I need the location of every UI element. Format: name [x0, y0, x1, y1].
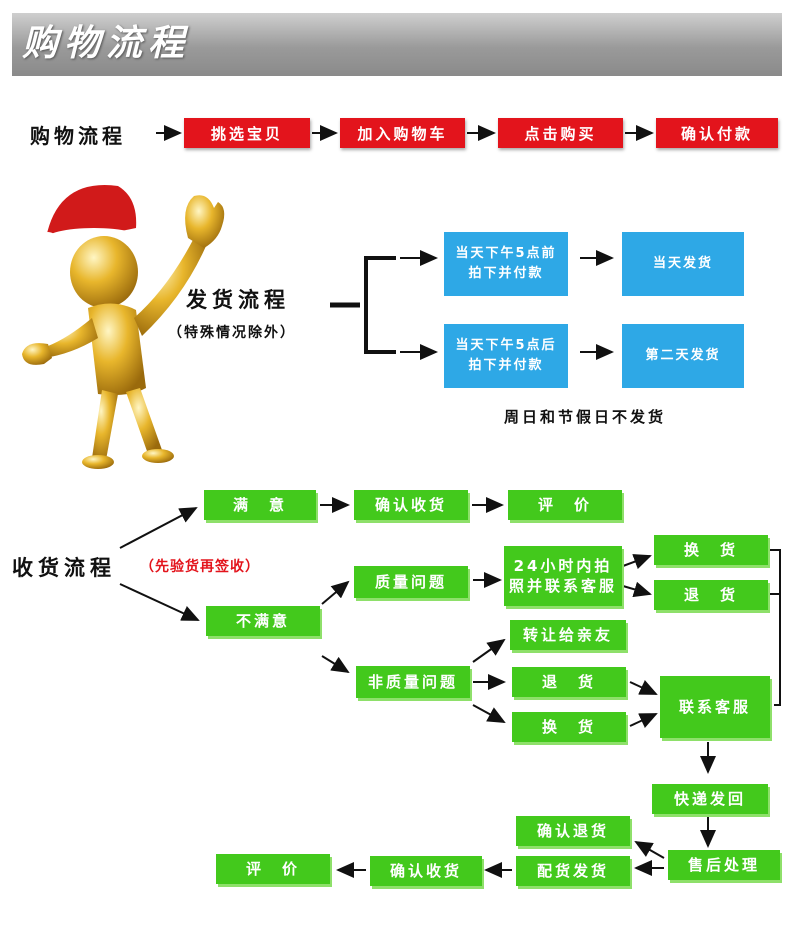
title-banner: [12, 13, 782, 76]
receiving-flow-sublabel: （先验货再签收）: [140, 559, 260, 575]
branch-before-5pm-line1: 当天下午5点前: [455, 246, 557, 261]
result-same-day-shipping: 当天发货: [622, 232, 744, 296]
branch-after-5pm-line1: 当天下午5点后: [455, 338, 557, 353]
node-reship: 配货发货: [516, 856, 630, 886]
shipping-flow-sublabel: （特殊情况除外）: [168, 325, 296, 341]
node-contact-within-24h-line1: 24小时内拍: [513, 557, 613, 575]
result-next-day-shipping: 第二天发货: [622, 324, 744, 388]
node-express-return: 快递发回: [652, 784, 768, 814]
step-select-item: 挑选宝贝: [184, 118, 310, 148]
gold-figure-illustration: [22, 185, 225, 469]
node-contact-within-24h: 24小时内拍 照并联系客服: [504, 546, 622, 606]
node-satisfied: 满 意: [204, 490, 316, 520]
step-confirm-payment: 确认付款: [656, 118, 778, 148]
node-after-sales: 售后处理: [668, 850, 780, 880]
banner-title: 购物流程: [22, 23, 191, 64]
branch-after-5pm: 当天下午5点后 拍下并付款: [444, 324, 568, 388]
node-exchange-1: 换 货: [654, 535, 768, 565]
branch-before-5pm: 当天下午5点前 拍下并付款: [444, 232, 568, 296]
branch-before-5pm-line2: 拍下并付款: [468, 266, 544, 281]
receiving-flow-label: 收货流程: [12, 556, 116, 580]
node-contact-within-24h-line2: 照并联系客服: [508, 577, 617, 595]
node-transfer-to-friend: 转让给亲友: [510, 620, 626, 650]
node-confirm-return: 确认退货: [516, 816, 630, 846]
node-return-2: 退 货: [512, 667, 626, 697]
node-review-1: 评 价: [508, 490, 622, 520]
node-review-2: 评 价: [216, 854, 330, 884]
node-unsatisfied: 不满意: [206, 606, 320, 636]
step-add-to-cart: 加入购物车: [340, 118, 465, 148]
shipping-flow-label: 发货流程: [186, 288, 290, 312]
step-click-buy: 点击购买: [498, 118, 623, 148]
holiday-note: 周日和节假日不发货: [504, 408, 667, 426]
node-contact-customer-service: 联系客服: [660, 676, 770, 738]
node-return-1: 退 货: [654, 580, 768, 610]
node-quality-issue: 质量问题: [354, 566, 468, 598]
node-non-quality-issue: 非质量问题: [356, 666, 470, 698]
node-confirm-receipt-2: 确认收货: [370, 856, 482, 886]
node-exchange-2: 换 货: [512, 712, 626, 742]
purchase-flow-label: 购物流程: [30, 124, 126, 148]
node-confirm-receipt-1: 确认收货: [354, 490, 468, 520]
branch-after-5pm-line2: 拍下并付款: [468, 358, 544, 373]
